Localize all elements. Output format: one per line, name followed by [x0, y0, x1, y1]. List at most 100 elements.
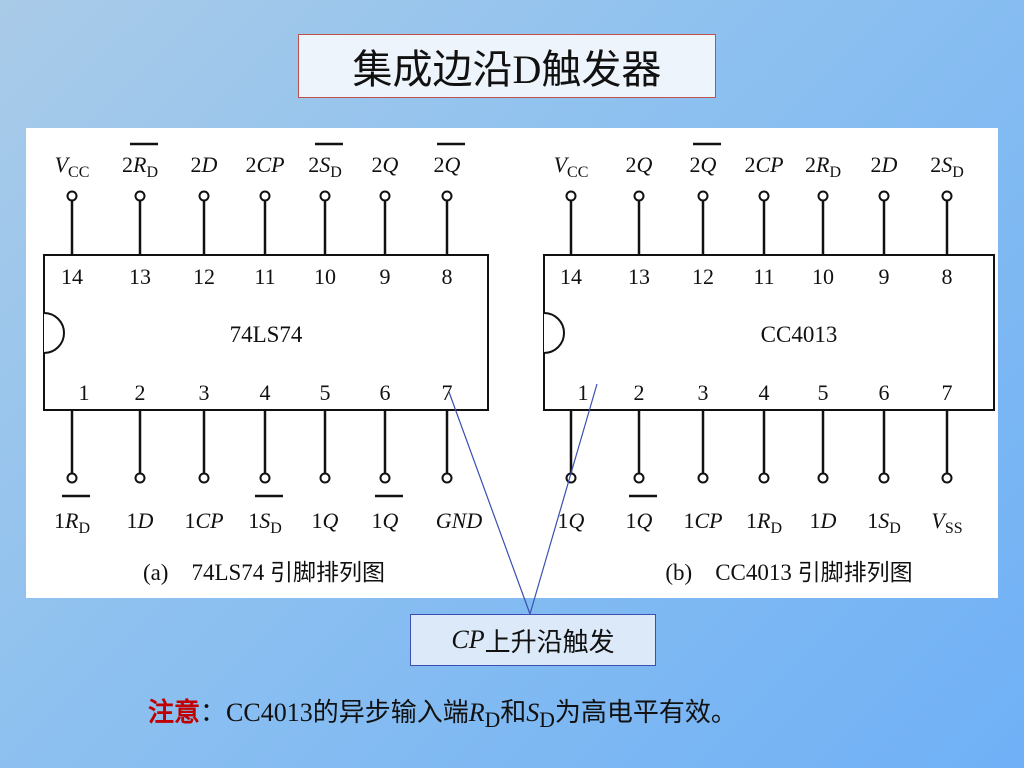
pin-terminal — [941, 190, 953, 202]
pin-number: 12 — [692, 264, 714, 289]
pin-label: 1RD — [746, 508, 782, 537]
pin-number: 11 — [254, 264, 275, 289]
pin-terminal — [758, 472, 770, 484]
pin-number: 1 — [79, 380, 90, 405]
callout-cp: CP — [451, 625, 485, 654]
pin-label: 2Q — [434, 152, 461, 177]
pin-label: 2CP — [744, 152, 783, 177]
pin-label: 2D — [871, 152, 898, 177]
pin-terminal — [259, 472, 271, 484]
note-s-symbol: S — [526, 698, 540, 727]
pin-label: 1SD — [867, 508, 901, 537]
pin-number: 14 — [61, 264, 83, 289]
note-text-1: CC4013的异步输入端 — [226, 698, 469, 727]
pin-number: 6 — [380, 380, 391, 405]
pin-label: 1SD — [248, 508, 282, 537]
chip-cc4013: CC401314VCC132Q122Q112CP102RD92D82SD11Q2… — [526, 142, 995, 585]
pin-number: 14 — [560, 264, 582, 289]
chip-body — [43, 254, 489, 411]
pin-label: 2Q — [626, 152, 653, 177]
pin-label: 1Q — [312, 508, 339, 533]
pin-number: 4 — [260, 380, 271, 405]
pin-terminal — [379, 190, 391, 202]
pin-number: 8 — [942, 264, 953, 289]
note-r-subscript: D — [484, 708, 501, 733]
pin-label: 2CP — [245, 152, 284, 177]
chip-caption: (a) 74LS74 引脚排列图 — [143, 560, 385, 585]
pin-number: 4 — [759, 380, 770, 405]
title-box: 集成边沿D触发器 — [298, 34, 716, 98]
note-r-symbol: R — [468, 698, 485, 727]
pin-number: 13 — [628, 264, 650, 289]
pin-label: 2D — [191, 152, 218, 177]
pin-number: 9 — [380, 264, 391, 289]
pin-label: VCC — [554, 152, 589, 181]
note-colon: ： — [200, 698, 227, 727]
pin-terminal — [379, 472, 391, 484]
chip-74ls74: 74LS7414VCC132RD122D112CP102SD92Q82Q11RD… — [26, 142, 489, 585]
pin-terminal — [633, 190, 645, 202]
pin-label: 1RD — [54, 508, 90, 537]
pin-number: 13 — [129, 264, 151, 289]
chip-left-strip — [526, 283, 546, 388]
pin-terminal — [758, 190, 770, 202]
pin-label: 1D — [127, 508, 154, 533]
chip-notch — [43, 312, 65, 354]
pin-number: 2 — [634, 380, 645, 405]
note-text-2: 为高电平有效。 — [554, 698, 737, 727]
pin-label: VSS — [931, 508, 962, 537]
pin-terminal — [941, 472, 953, 484]
pin-label: 1CP — [184, 508, 223, 533]
pin-terminal — [319, 190, 331, 202]
pin-number: 3 — [199, 380, 210, 405]
chip-left-strip — [26, 283, 46, 388]
pin-label: GND — [436, 508, 483, 533]
pin-number: 7 — [942, 380, 953, 405]
pin-number: 8 — [442, 264, 453, 289]
pin-terminal — [134, 472, 146, 484]
pin-label: 2SD — [308, 152, 342, 181]
pin-number: 5 — [320, 380, 331, 405]
pin-terminal — [198, 472, 210, 484]
pin-terminal — [697, 472, 709, 484]
pin-number: 1 — [578, 380, 589, 405]
note-and: 和 — [500, 698, 527, 727]
pinout-diagram: 74LS7414VCC132RD122D112CP102SD92Q82Q11RD… — [26, 142, 995, 585]
pin-number: 9 — [879, 264, 890, 289]
pin-terminal — [198, 190, 210, 202]
pin-number: 3 — [698, 380, 709, 405]
pin-terminal — [565, 190, 577, 202]
pin-label: 2RD — [122, 152, 158, 181]
pin-label: 1D — [810, 508, 837, 533]
pin-number: 2 — [135, 380, 146, 405]
pin-label: 1CP — [683, 508, 722, 533]
pin-number: 6 — [879, 380, 890, 405]
pin-label: 2RD — [805, 152, 841, 181]
pin-label: 2Q — [690, 152, 717, 177]
pin-label: VCC — [55, 152, 90, 181]
pin-terminal — [633, 472, 645, 484]
chip-caption: (b) CC4013 引脚排列图 — [665, 560, 912, 585]
callout-text: 上升沿触发 — [484, 627, 615, 657]
pin-terminal — [259, 190, 271, 202]
pin-terminal — [319, 472, 331, 484]
note-line: 注意：CC4013的异步输入端RD和SD为高电平有效。 — [148, 692, 908, 732]
chip-name: CC4013 — [761, 322, 838, 347]
pin-label: 1Q — [372, 508, 399, 533]
pin-label: 1Q — [558, 508, 585, 533]
pin-label: 2Q — [372, 152, 399, 177]
pin-number: 7 — [442, 380, 453, 405]
pin-terminal — [817, 472, 829, 484]
note-s-subscript: D — [539, 708, 555, 733]
page-title: 集成边沿D触发器 — [352, 47, 662, 92]
pin-terminal — [565, 472, 577, 484]
pin-label: 1Q — [626, 508, 653, 533]
pin-number: 10 — [812, 264, 834, 289]
pin-number: 12 — [193, 264, 215, 289]
pin-terminal — [878, 472, 890, 484]
chip-notch — [543, 312, 565, 354]
pin-terminal — [134, 190, 146, 202]
pin-terminal — [66, 472, 78, 484]
chip-body — [543, 254, 995, 411]
